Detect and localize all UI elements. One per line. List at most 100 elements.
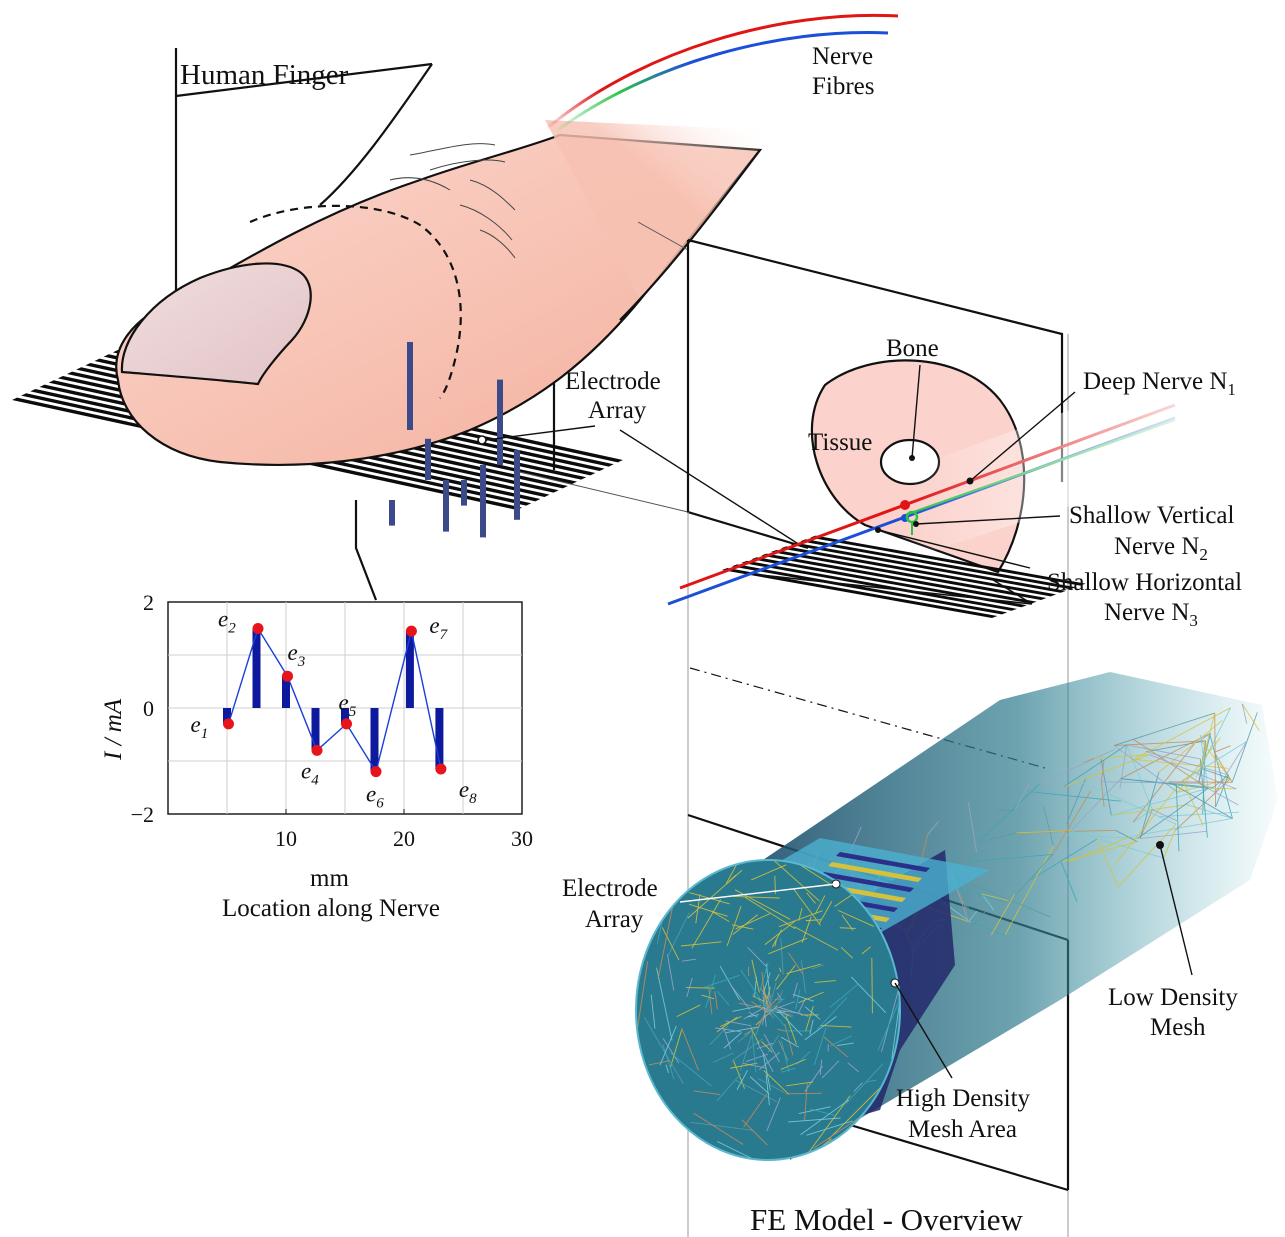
mesh-edge xyxy=(1198,782,1239,806)
cap-mesh-edge xyxy=(765,995,769,1011)
connector-line-2 xyxy=(519,471,689,513)
strip-base xyxy=(759,574,1033,605)
cap-mesh-edge xyxy=(798,907,803,921)
mesh-edge xyxy=(1133,739,1209,789)
cap-mesh-edge xyxy=(757,1078,785,1094)
label-shallow-horizontal-2: Nerve N3 xyxy=(1104,599,1198,630)
cap-mesh-edge xyxy=(650,994,656,1029)
chart-point-label-e6: e6 xyxy=(366,782,384,812)
cap-mesh-edge xyxy=(752,993,778,1018)
label-fe-model: FE Model - Overview xyxy=(750,1202,1024,1237)
cap-mesh-edge xyxy=(757,1001,771,1029)
chart-point-label-e5: e5 xyxy=(339,690,357,720)
cap-mesh-edge xyxy=(648,1060,671,1066)
cap-mesh-edge xyxy=(686,987,715,989)
mesh-edge xyxy=(1209,733,1233,819)
mesh-edge xyxy=(1061,841,1138,863)
mesh-edge xyxy=(1199,734,1209,789)
cap-mesh-edge xyxy=(801,916,812,943)
cap-mesh-edge xyxy=(861,946,871,955)
cap-mesh-edge xyxy=(744,896,796,929)
cap-mesh-edge xyxy=(840,946,853,959)
cap-mesh-edge xyxy=(779,1006,809,1017)
mesh-edge xyxy=(1152,809,1179,822)
mesh-edge xyxy=(1063,744,1127,787)
cap-mesh-edge xyxy=(768,982,777,1009)
nerve-fade-overlay xyxy=(905,370,1180,560)
cap-mesh-edge xyxy=(759,962,769,991)
mesh-edge xyxy=(1231,712,1258,783)
cap-mesh-edge xyxy=(725,864,738,884)
cap-mesh-edge xyxy=(665,1064,670,1073)
cap-mesh-edge xyxy=(659,1025,677,1066)
cap-mesh-edge xyxy=(809,1019,814,1035)
cap-mesh-edge xyxy=(751,1001,772,1016)
cap-mesh-edge xyxy=(850,976,887,1013)
cap-mesh-edge xyxy=(804,1065,824,1092)
cap-mesh-edge xyxy=(800,960,806,994)
chart-bar-e1 xyxy=(223,708,231,724)
cap-mesh-edge xyxy=(788,952,804,975)
high-density-pointer xyxy=(894,982,953,1079)
cap-mesh-edge xyxy=(828,1086,882,1140)
mesh-edge xyxy=(1158,811,1239,818)
mesh-edge xyxy=(1113,779,1184,866)
label-shallow-vertical-1: Shallow Vertical xyxy=(1069,502,1235,529)
section-stripe-8 xyxy=(790,542,1066,593)
cap-mesh-edge xyxy=(712,1052,734,1063)
chart-bar-e4 xyxy=(311,708,320,751)
cap-mesh-edge xyxy=(670,1052,712,1087)
shallow-horizontal-dot xyxy=(875,527,881,533)
mesh-edge xyxy=(1175,785,1180,852)
cap-mesh-edge xyxy=(821,1060,840,1079)
mesh-electrode-1 xyxy=(836,852,930,872)
cap-mesh-edge xyxy=(723,1032,742,1049)
mesh-edge xyxy=(1137,787,1209,839)
section-stripe-7 xyxy=(780,546,1057,597)
y-tick-label: 0 xyxy=(143,696,154,721)
mesh-electrode-2 xyxy=(828,862,922,882)
chart-point-label-e7: e7 xyxy=(429,613,448,643)
shallow-vertical-pointer xyxy=(915,515,1061,525)
mesh-edge xyxy=(1199,758,1208,838)
chart-point-e5 xyxy=(341,718,352,730)
y-tick-label: −2 xyxy=(131,802,154,827)
chart-points xyxy=(223,623,447,778)
cap-mesh-edge xyxy=(644,1017,684,1084)
mesh-edge xyxy=(1241,703,1260,731)
cap-mesh-edge xyxy=(871,957,873,1014)
cap-mesh-edge xyxy=(661,927,680,961)
chart-ylabel: I / mA xyxy=(100,698,127,761)
cap-mesh-edge xyxy=(792,993,814,1002)
cap-mesh-edge xyxy=(776,964,796,990)
mesh-edge xyxy=(1158,719,1223,773)
cap-mesh-edge xyxy=(816,996,848,1030)
mesh-edge xyxy=(1070,778,1122,832)
cap-mesh-edge xyxy=(716,1016,738,1033)
cap-mesh-edge xyxy=(763,997,769,1012)
cap-mesh-edge xyxy=(811,964,824,970)
cap-mesh-edge xyxy=(740,969,761,999)
mesh-edge xyxy=(1200,732,1211,741)
cap-mesh-edge xyxy=(847,1062,859,1073)
mesh-edge xyxy=(954,886,1005,903)
current-bar-8 xyxy=(514,450,520,520)
cap-mesh-edge xyxy=(778,990,783,1004)
cap-mesh-edge xyxy=(784,1024,794,1056)
mesh-edge xyxy=(1126,744,1201,760)
cap-mesh-edge xyxy=(781,1067,796,1073)
cap-mesh-edge xyxy=(763,1033,780,1063)
mesh-edge xyxy=(1030,838,1098,881)
cap-mesh-edge xyxy=(687,869,743,919)
mesh-edge xyxy=(927,821,939,836)
cap-mesh-edge xyxy=(751,864,787,881)
cap-mesh-edge xyxy=(636,961,649,1031)
label-shallow-vertical-2: Nerve N2 xyxy=(1114,533,1208,564)
cap-mesh-edge xyxy=(723,1027,732,1050)
cap-mesh-edge xyxy=(785,1015,797,1045)
cap-mesh-edge xyxy=(708,986,713,1014)
cap-mesh-edge xyxy=(690,1121,754,1131)
cap-mesh-edge xyxy=(681,1027,699,1071)
section-stripe-3 xyxy=(741,560,1017,611)
cap-mesh-edge xyxy=(736,1070,748,1090)
